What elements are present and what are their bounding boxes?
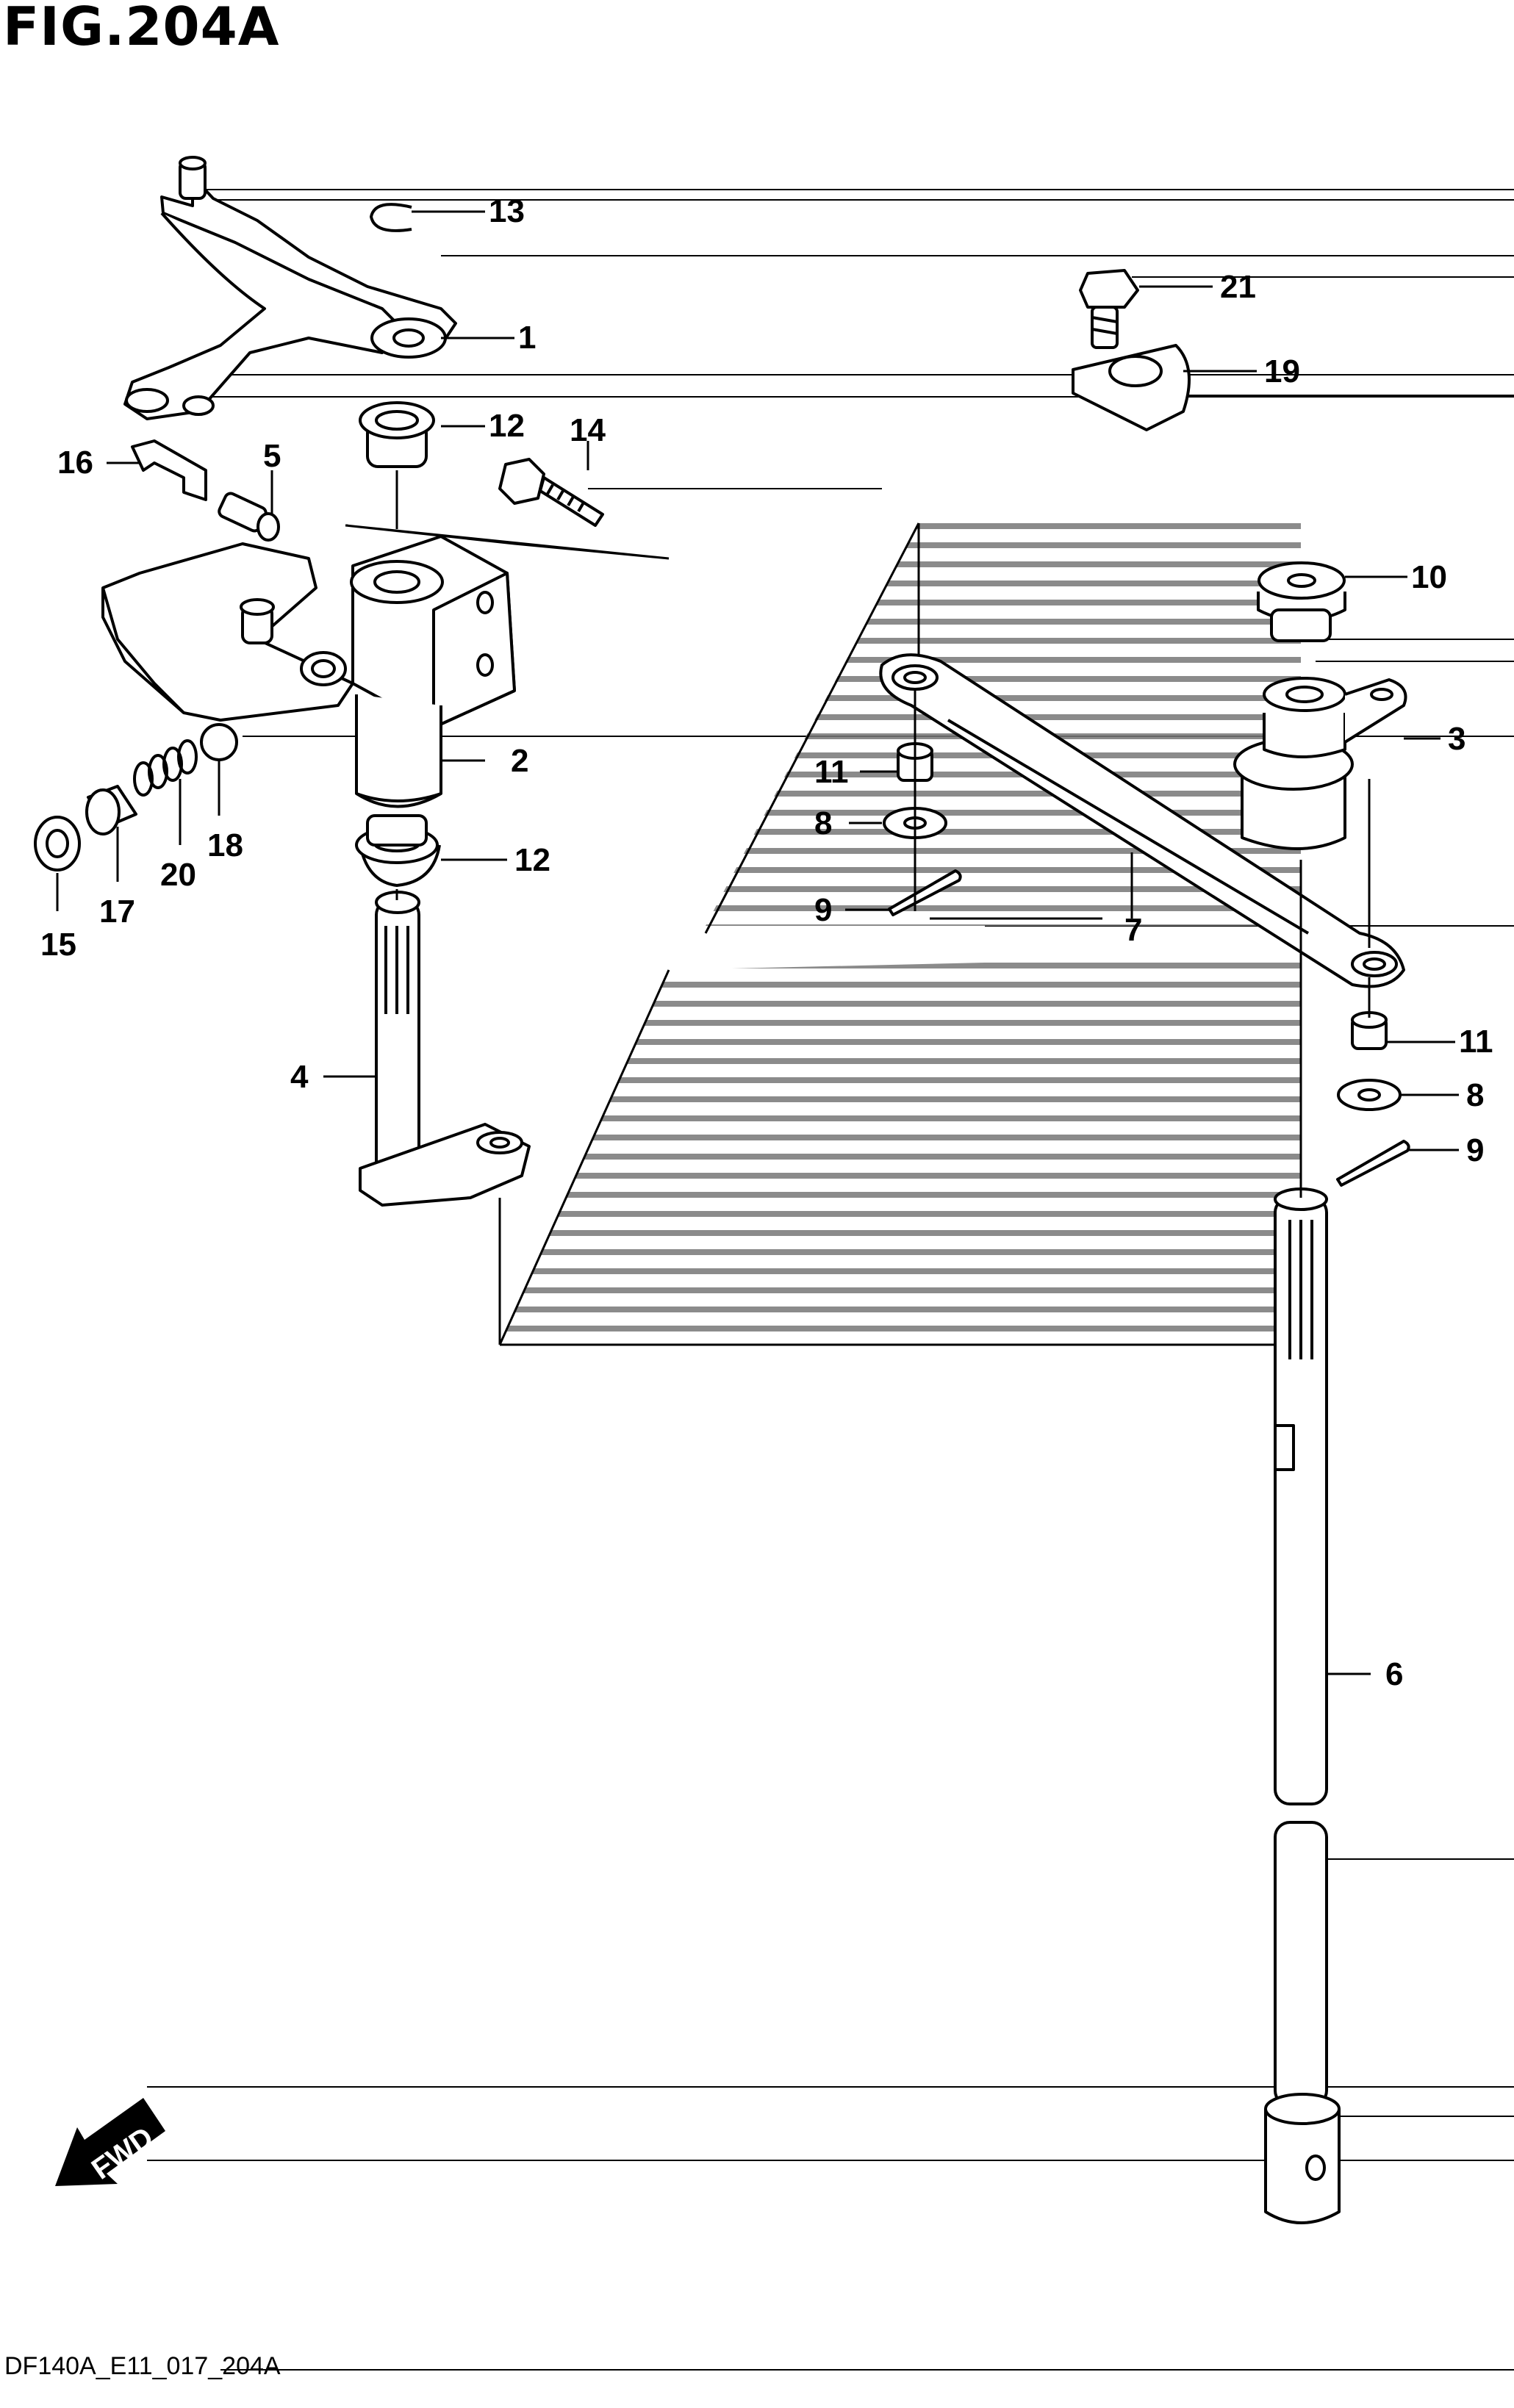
callout-13: 13 — [489, 193, 525, 229]
part-18-ball — [200, 723, 238, 761]
hatched-wedge — [498, 522, 1301, 1346]
figure-title: FIG.204A — [3, 0, 280, 57]
part-14-bolt — [498, 458, 604, 527]
upper-wedge — [345, 524, 670, 560]
part-21-bolt — [1079, 269, 1139, 349]
lower-fasteners — [1336, 1011, 1410, 1187]
callout-8-upper: 8 — [814, 805, 832, 841]
part-12-upper-bushing — [359, 401, 435, 468]
callout-9-upper: 9 — [814, 892, 832, 928]
detent-assembly — [34, 723, 238, 871]
part-1-shift-lever — [123, 156, 457, 420]
part-3-shift-lever — [1233, 677, 1407, 850]
callout-16: 16 — [57, 445, 93, 481]
part-13-e-ring — [370, 203, 412, 232]
center-lines — [395, 470, 1371, 1345]
callout-18: 18 — [207, 827, 243, 863]
part-4-shift-shaft — [359, 891, 531, 1207]
callout-12-upper: 12 — [489, 408, 525, 444]
callout-8-lower: 8 — [1466, 1077, 1484, 1113]
part-20-spring — [133, 739, 198, 797]
callout-21: 21 — [1220, 269, 1256, 305]
callout-17: 17 — [99, 894, 135, 930]
callout-14: 14 — [570, 412, 606, 448]
callout-5: 5 — [263, 438, 281, 474]
callout-1: 1 — [518, 320, 536, 356]
parts — [34, 156, 1410, 2224]
callout-15: 15 — [40, 927, 76, 963]
callout-2: 2 — [511, 743, 528, 779]
part-5-fitting — [218, 492, 280, 542]
part-16-clip — [131, 439, 207, 501]
callout-11-lower: 11 — [1459, 1024, 1493, 1060]
part-12-lower-bushing — [355, 814, 441, 887]
callout-20: 20 — [160, 857, 196, 893]
callouts: 13 1 12 14 16 5 2 12 18 20 17 15 4 11 8 … — [40, 193, 1493, 1692]
drawing-code: DF140A_E11_017_204A — [4, 2352, 281, 2380]
callout-7: 7 — [1124, 912, 1142, 948]
part-2-shift-bracket — [101, 535, 516, 808]
callout-19: 19 — [1264, 353, 1300, 389]
callout-10: 10 — [1411, 559, 1447, 595]
part-7-shift-rod — [879, 653, 1405, 988]
callout-4: 4 — [290, 1059, 309, 1095]
part-10-plug — [1257, 561, 1346, 642]
callout-12-lower: 12 — [514, 842, 550, 878]
callout-6: 6 — [1385, 1656, 1403, 1692]
leader-lines — [56, 210, 1459, 1675]
fwd-arrow: FWD — [55, 2098, 165, 2186]
callout-11-upper: 11 — [814, 754, 849, 790]
callout-9-lower: 9 — [1466, 1132, 1484, 1168]
part-19-clamp — [1072, 344, 1191, 431]
part-6-long-shaft — [1264, 1187, 1341, 2224]
callout-3: 3 — [1448, 721, 1465, 757]
